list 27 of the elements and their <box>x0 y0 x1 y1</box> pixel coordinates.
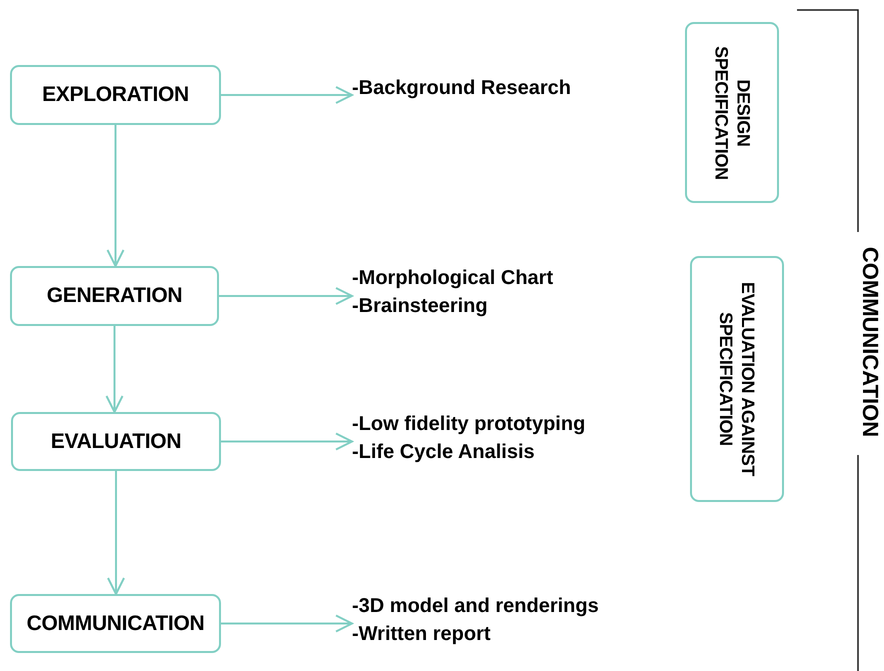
box-label: EVALUATION <box>50 430 182 454</box>
process-box <box>690 256 784 502</box>
arrow <box>221 614 353 632</box>
arrow <box>106 125 124 267</box>
box-label: EXPLORATION <box>42 83 189 107</box>
list-item: -Brainsteering <box>352 294 489 319</box>
process-box <box>10 65 221 125</box>
box-label: GENERATION <box>46 284 182 308</box>
list-item: -Low fidelity prototyping <box>352 412 586 437</box>
box-label: EVALUATION AGAINST SPECIFICATION <box>715 280 759 478</box>
arrow <box>106 326 124 413</box>
list-item: -Life Cycle Analisis <box>352 440 536 465</box>
bracket-label: COMMUNICATION <box>857 246 884 438</box>
list-item: -Background Research <box>352 76 572 101</box>
process-box <box>10 266 219 326</box>
list-item: -Written report <box>352 622 492 647</box>
arrow <box>221 432 353 450</box>
process-box <box>11 412 221 471</box>
arrow <box>219 287 353 305</box>
list-item: -Morphological Chart <box>352 266 554 291</box>
list-item: -3D model and renderings <box>352 594 600 619</box>
box-label: DESIGN SPECIFICATION <box>710 44 754 182</box>
process-box <box>685 22 779 203</box>
arrow <box>107 471 125 595</box>
box-label: COMMUNICATION <box>26 612 204 636</box>
arrow <box>221 86 353 104</box>
process-box <box>10 594 221 653</box>
